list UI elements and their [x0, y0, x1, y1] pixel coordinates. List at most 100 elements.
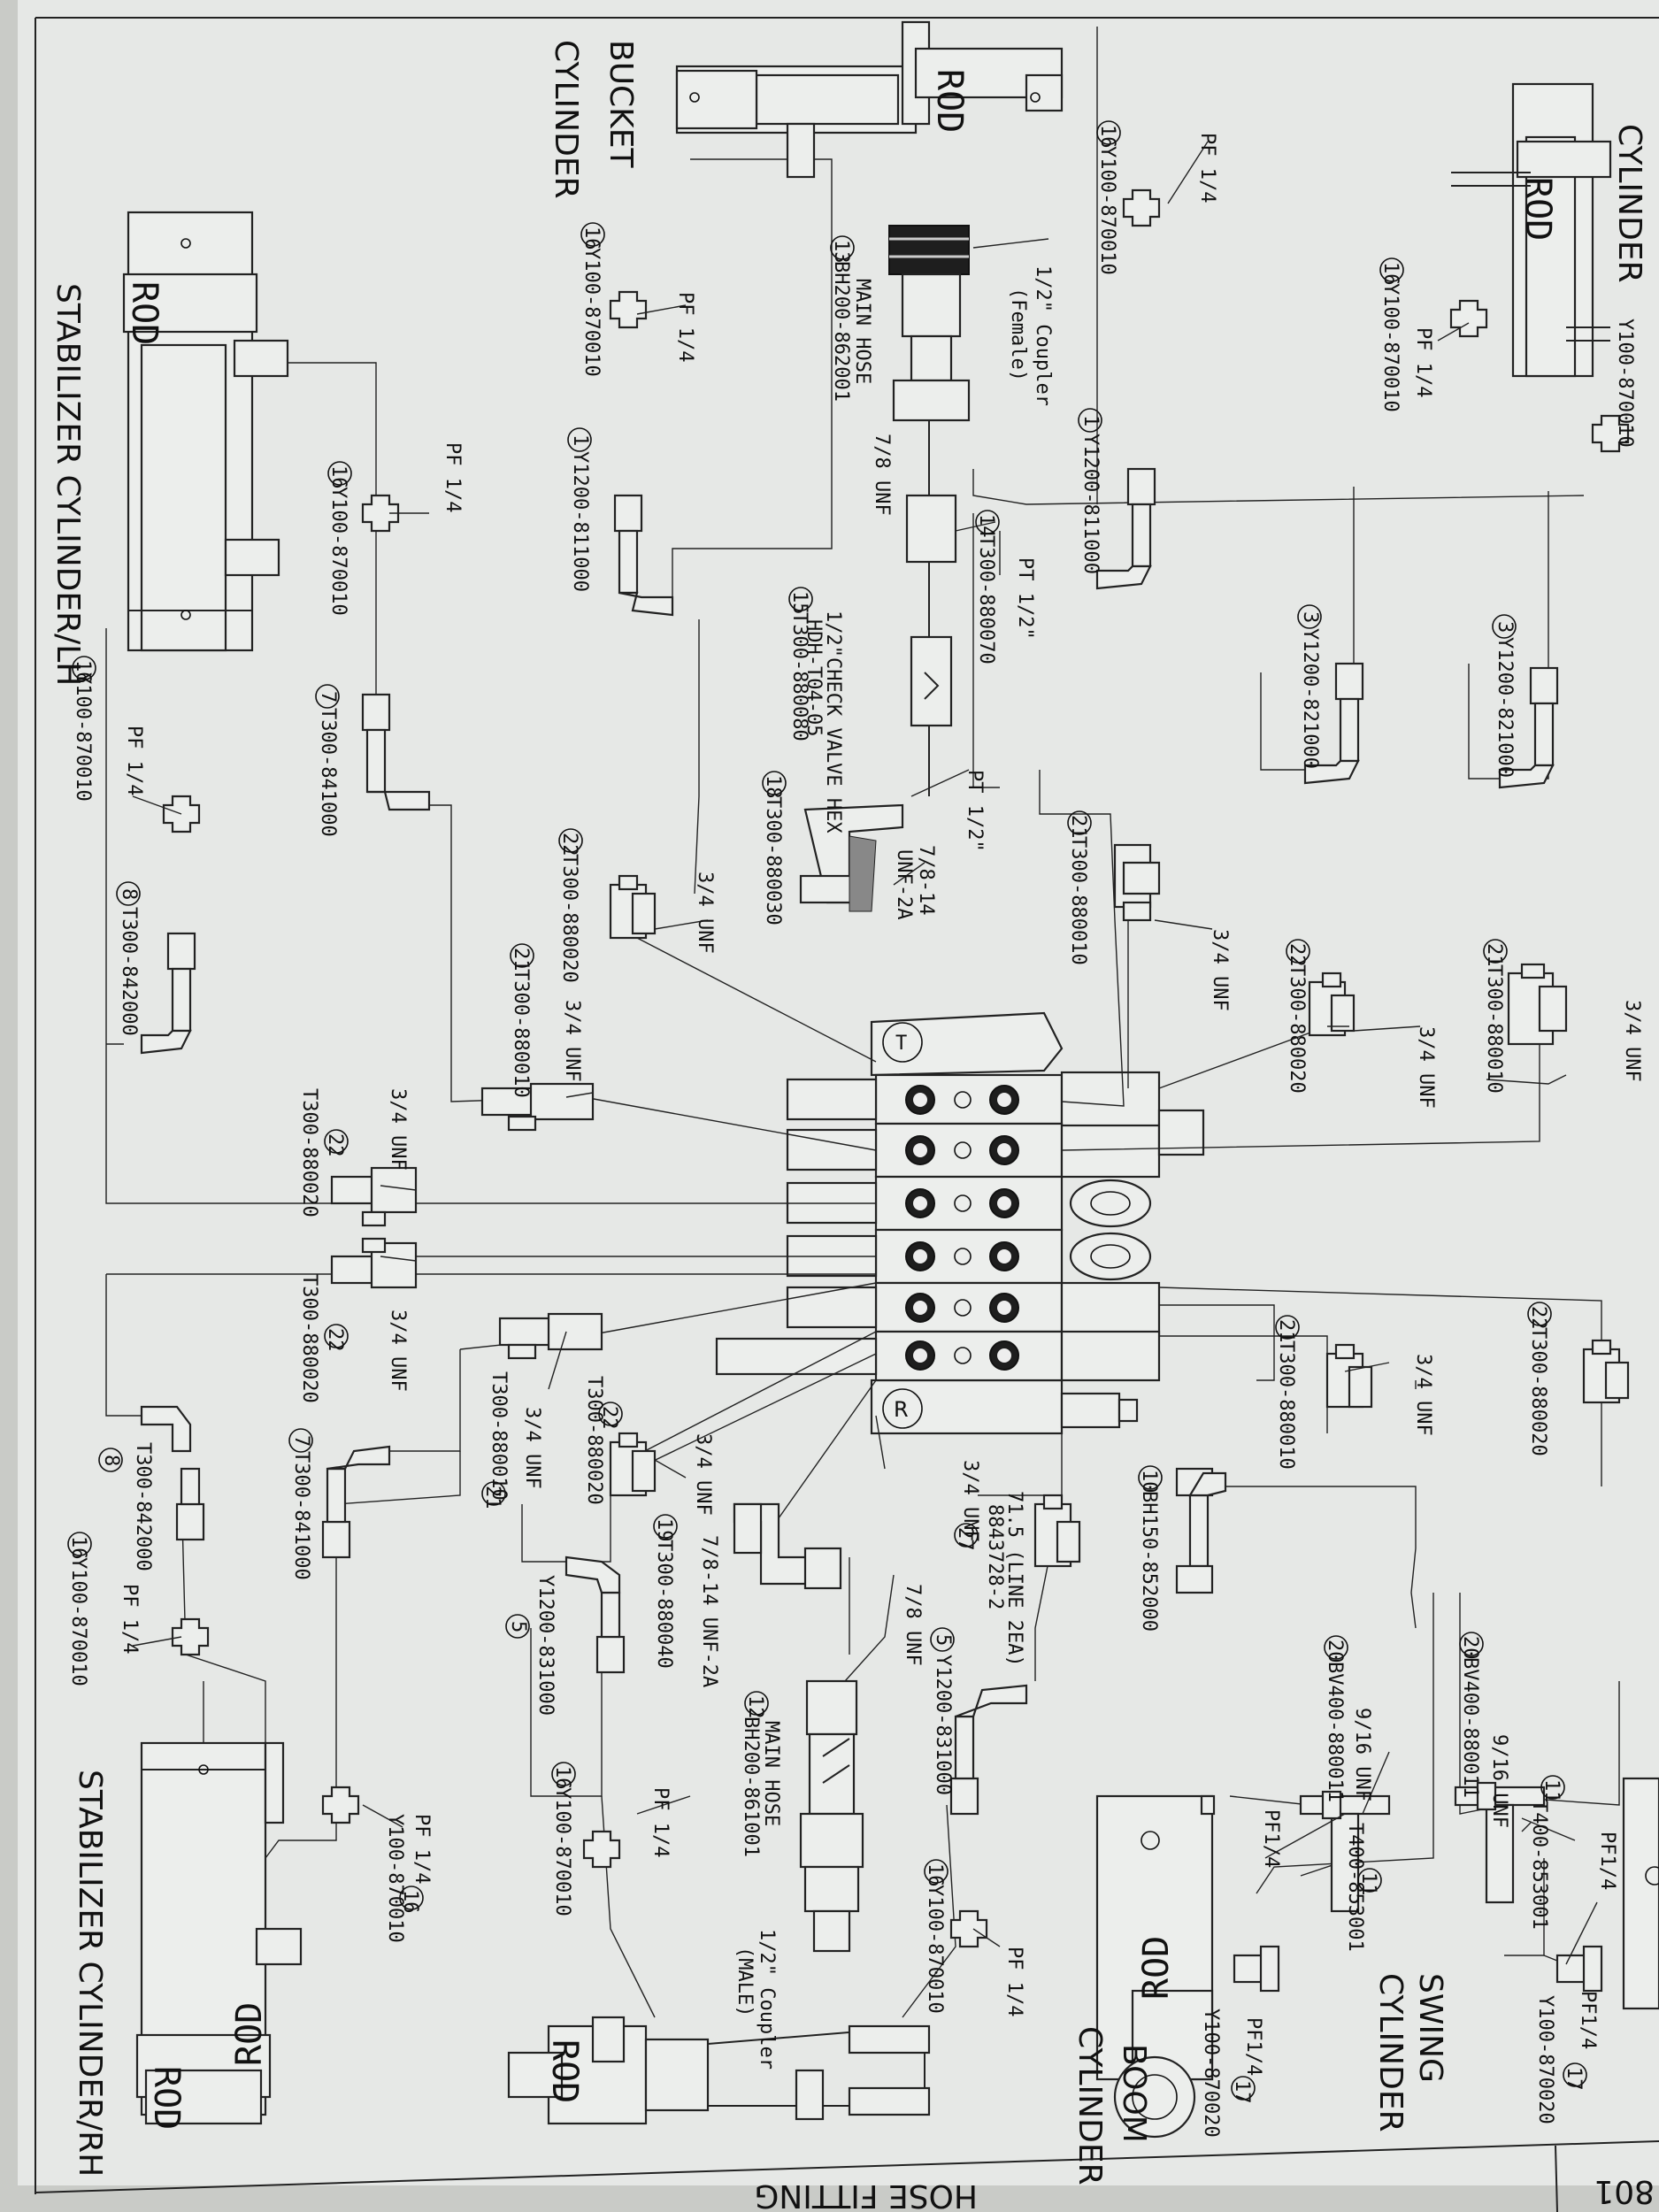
main-hose-male-assembly: [799, 1679, 864, 1953]
callout-22-a: 22: [558, 833, 580, 856]
callout-17-a: 17: [1231, 2080, 1253, 2104]
label-check-valve: 1/2"CHECK VALVE HEX: [822, 611, 844, 833]
callout-bubbles: 16 16 16 13 1 1 16 14 3 3 15 7 18 21 22 …: [67, 120, 1587, 2104]
label-t300-841000: T300-841000: [317, 708, 339, 837]
callout-10: 10: [1138, 1470, 1160, 1494]
label-unf78-b: 7/8 UNF: [902, 1584, 924, 1666]
label-unf34-b: 3/4 UNF: [694, 872, 716, 954]
title-block-title: HOSE FITTING: [754, 2177, 978, 2212]
label-y1200-821000-b: Y1200-821000: [1494, 637, 1516, 778]
stab-lh-rod-label: ROD: [124, 281, 165, 345]
label-y1200-821000-a: Y1200-821000: [1299, 628, 1321, 769]
callout-20-a: 20: [1324, 1640, 1346, 1663]
top-cylinder-label: CYLINDER: [1611, 124, 1647, 283]
label-y100-870020-b: Y100-870020: [1534, 1995, 1556, 2124]
label-unf2a: UNF-2A: [893, 849, 915, 919]
callout-7-b: 7: [290, 1435, 312, 1447]
label-t300-842000-a: T300-842000: [118, 907, 140, 1036]
callout-22-b: 22: [1286, 943, 1308, 967]
label-unf34-k: 3/4 UNF: [959, 1460, 981, 1542]
label-y100-870020-a: Y100-870020: [1200, 2008, 1222, 2138]
label-t300-841000-b: T300-841000: [290, 1451, 312, 1580]
callout-16-g: 16: [924, 1863, 946, 1887]
callout-5-a: 5: [507, 1621, 529, 1632]
stab-rh-label: STABILIZER CYLINDER/RH: [72, 1770, 108, 2177]
label-pf14-i: PF 1/4: [411, 1814, 433, 1884]
label-t300-880040: T300-880040: [653, 1540, 675, 1669]
callout-16-a: 16: [1096, 125, 1118, 149]
swing-cylinder: ROD SWING CYLINDER: [1095, 1794, 1448, 2139]
callout-16-f: 16: [551, 1766, 573, 1790]
callout-21-d: 21: [1275, 1319, 1297, 1343]
callout-19: 19: [653, 1518, 675, 1542]
label-y100-870010-b: Y100-870010: [1379, 283, 1402, 412]
boom-label-1: BOOM: [1116, 2044, 1152, 2143]
callout-16-h: 16: [67, 1536, 89, 1560]
label-y100-870010-j: Y100-870010: [384, 1814, 406, 1943]
label-t300-880010-e: T300-880010: [488, 1371, 510, 1501]
label-pf14-b: PF 1/4: [1196, 133, 1218, 203]
bucket-label-2: CYLINDER: [548, 40, 584, 199]
label-y1200-831000-a: Y1200-831000: [534, 1575, 557, 1716]
callout-13: 13: [830, 240, 852, 264]
stab-lh-label: STABILIZER CYLINDER/LH: [50, 283, 86, 686]
valve-section-5: [786, 1281, 1161, 1336]
callout-14: 14: [975, 514, 997, 538]
callout-8-a: 8: [118, 888, 140, 900]
callout-5-b: 5: [932, 1634, 954, 1646]
callout-16-d: 16: [327, 465, 349, 489]
boom-cylinder: ROD BOOM CYLINDER: [507, 2016, 1152, 2185]
callout-3-a: 3: [1299, 611, 1321, 623]
callout-11-a: 11: [1357, 1872, 1379, 1896]
callout-16-i: 16: [399, 1890, 421, 1914]
label-pf14-l: PF1/4: [1242, 2017, 1264, 2076]
callout-7-a: 7: [317, 691, 339, 703]
callout-8-b: 8: [100, 1455, 122, 1466]
label-pf14-h: PF 1/4: [119, 1584, 141, 1654]
label-coupler-female-2: (Female): [1007, 288, 1029, 381]
label-t400-853001-b: T400-853001: [1528, 1801, 1550, 1930]
label-bv400-880011-a: BV400-880011: [1324, 1662, 1346, 1802]
callout-1-b: 1: [569, 434, 591, 446]
stabilizer-cylinder-lh: ROD STABILIZER CYLINDER/LH: [50, 211, 289, 686]
callout-21-a: 21: [1067, 815, 1089, 839]
label-y1200-811000-a: Y1200-811000: [1079, 434, 1102, 574]
callout-22-d: 22: [324, 1328, 346, 1352]
leader-lines: [132, 141, 1598, 1965]
relief-valve-mark: R: [894, 1397, 909, 1422]
label-y1200-811000-b: Y1200-811000: [569, 451, 591, 592]
label-pf14-d: PF 1/4: [442, 442, 464, 512]
main-hose-female-assembly: [888, 225, 971, 796]
control-valve-bank: T R: [715, 1011, 1205, 1435]
label-t300-880020-b: T300-880020: [1286, 964, 1308, 1094]
valve-section-6: [715, 1330, 1161, 1382]
label-bh200-862001: BH200-862001: [830, 261, 852, 402]
border-bottom: [35, 2140, 1659, 2193]
callout-21-c: 21: [510, 948, 532, 972]
label-pf14-g: PF 1/4: [1003, 1947, 1025, 2016]
stab-rh-rod-label-2: ROD: [146, 2066, 187, 2130]
label-t300-880020-e: T300-880020: [1527, 1327, 1549, 1456]
callout-27: 27: [954, 1527, 976, 1551]
label-coupler-male-1: 1/2" Coupler: [756, 1929, 778, 2070]
label-pf14-m: PF1/4: [1577, 1991, 1599, 2049]
valve-section-3: [786, 1175, 1152, 1232]
callout-3-b: 3: [1494, 621, 1516, 633]
label-pf14-k: PF1/4: [1596, 1832, 1618, 1890]
label-unf916-b: 9/16 UNF: [1488, 1734, 1510, 1828]
callout-20-b: 20: [1459, 1636, 1481, 1660]
label-bh200-861001: BH200-861001: [740, 1717, 762, 1857]
label-pf14-a: PF 1/4: [1412, 327, 1434, 397]
valve-section-2: [786, 1109, 1205, 1179]
swing-label-2: CYLINDER: [1372, 1973, 1409, 2132]
fittings: [140, 188, 1630, 1993]
label-unf78-14-b: 7/8-14 UNF-2A: [698, 1535, 720, 1687]
part-labels: Y100-870010 Y100-870010 PF 1/4 Y100-8700…: [67, 133, 1643, 2138]
label-t400-853001-a: T400-853001: [1344, 1823, 1366, 1952]
label-line-note-2: 8843728-2: [984, 1504, 1006, 1609]
label-t300-880010-d: T300-880010: [1275, 1340, 1297, 1470]
callout-18: 18: [762, 775, 784, 799]
label-t300-880010-a: T300-880010: [1067, 836, 1089, 965]
boom-label-2: CYLINDER: [1071, 2026, 1108, 2185]
